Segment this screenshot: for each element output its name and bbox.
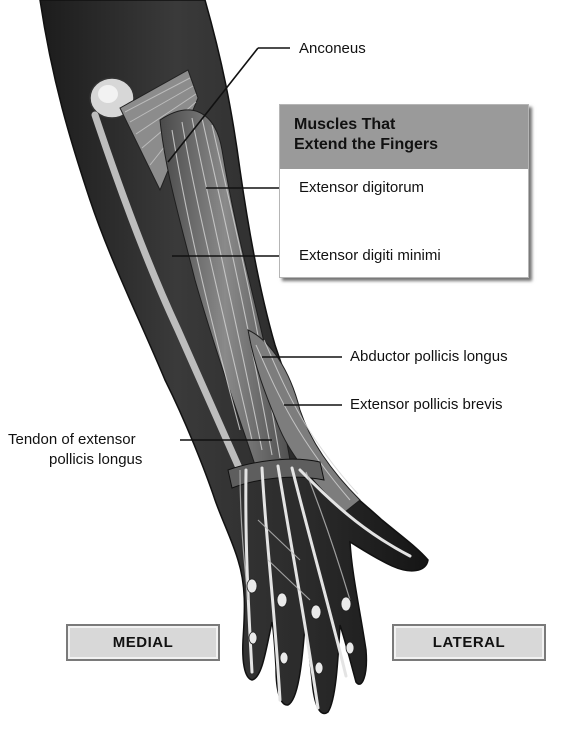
label-extensor-pollicis-brevis: Extensor pollicis brevis [350,395,503,414]
label-abductor-pollicis-longus: Abductor pollicis longus [350,347,508,366]
label-tendon-line-1: Tendon of extensor [8,430,136,449]
lateral-label-box: LATERAL [392,624,546,661]
title-box-heading: Muscles That Extend the Fingers [294,115,438,155]
label-extensor-digitorum: Extensor digitorum [299,178,424,197]
label-extensor-digiti-minimi: Extensor digiti minimi [299,246,441,265]
label-anconeus: Anconeus [299,39,366,58]
medial-label-box: MEDIAL [66,624,220,661]
title-box-header: Muscles That Extend the Fingers [280,105,528,169]
label-tendon-line-2: pollicis longus [49,450,142,469]
